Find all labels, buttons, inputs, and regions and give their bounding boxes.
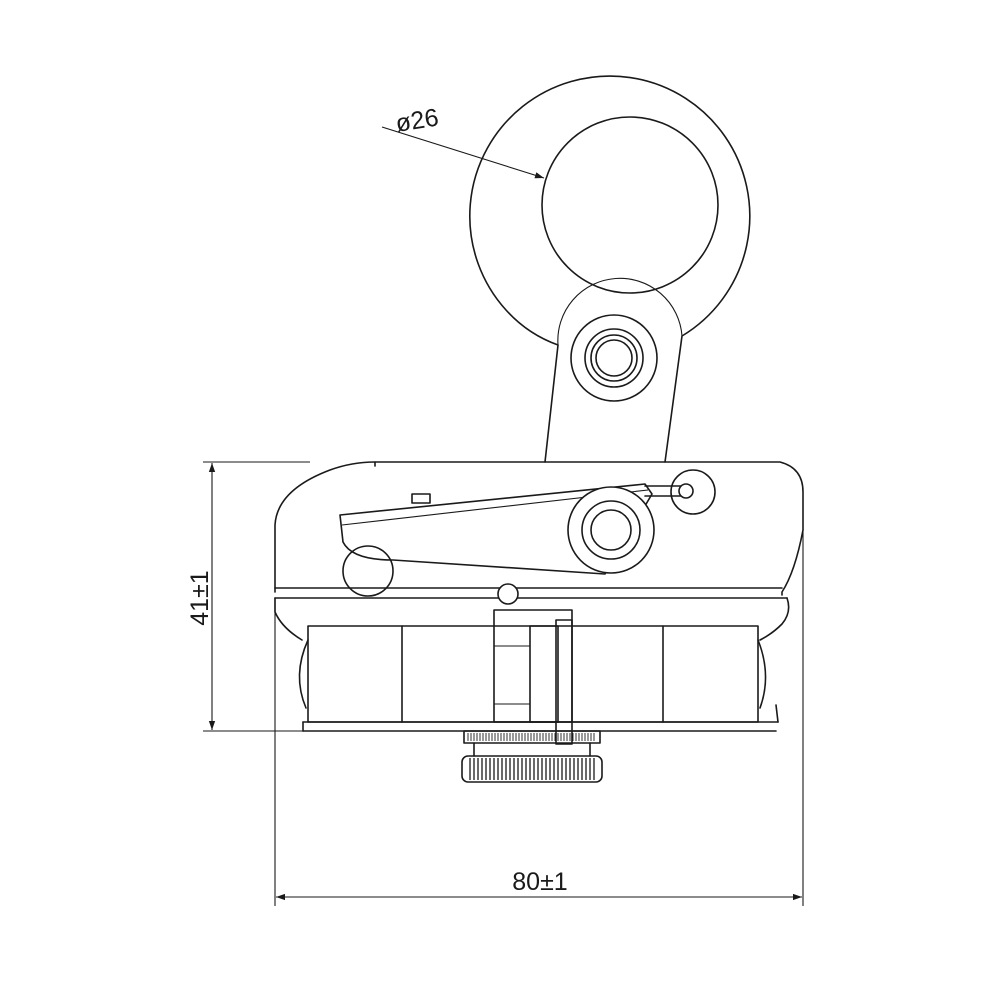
magnet-base: [298, 609, 779, 745]
width-dimension: 80±1: [274, 530, 804, 906]
cam-roller: [342, 545, 394, 597]
width-label: 80±1: [512, 868, 567, 896]
height-label: 41±1: [186, 570, 214, 625]
neck-pin: [570, 314, 658, 402]
lifting-eye: [469, 75, 751, 463]
ring-diameter-label: ø26: [394, 104, 441, 138]
cam-lever: [339, 469, 716, 605]
knurled-knob: [461, 730, 603, 783]
ring-diameter-dimension: ø26: [381, 104, 545, 179]
lever-stud: [411, 493, 431, 504]
spring-pin: [497, 583, 519, 605]
clamp-housing: [274, 461, 804, 641]
height-dimension: 41±1: [186, 461, 310, 732]
lever-knob: [670, 469, 716, 515]
lever-pivot: [567, 486, 655, 574]
eye-hole: [541, 116, 719, 294]
